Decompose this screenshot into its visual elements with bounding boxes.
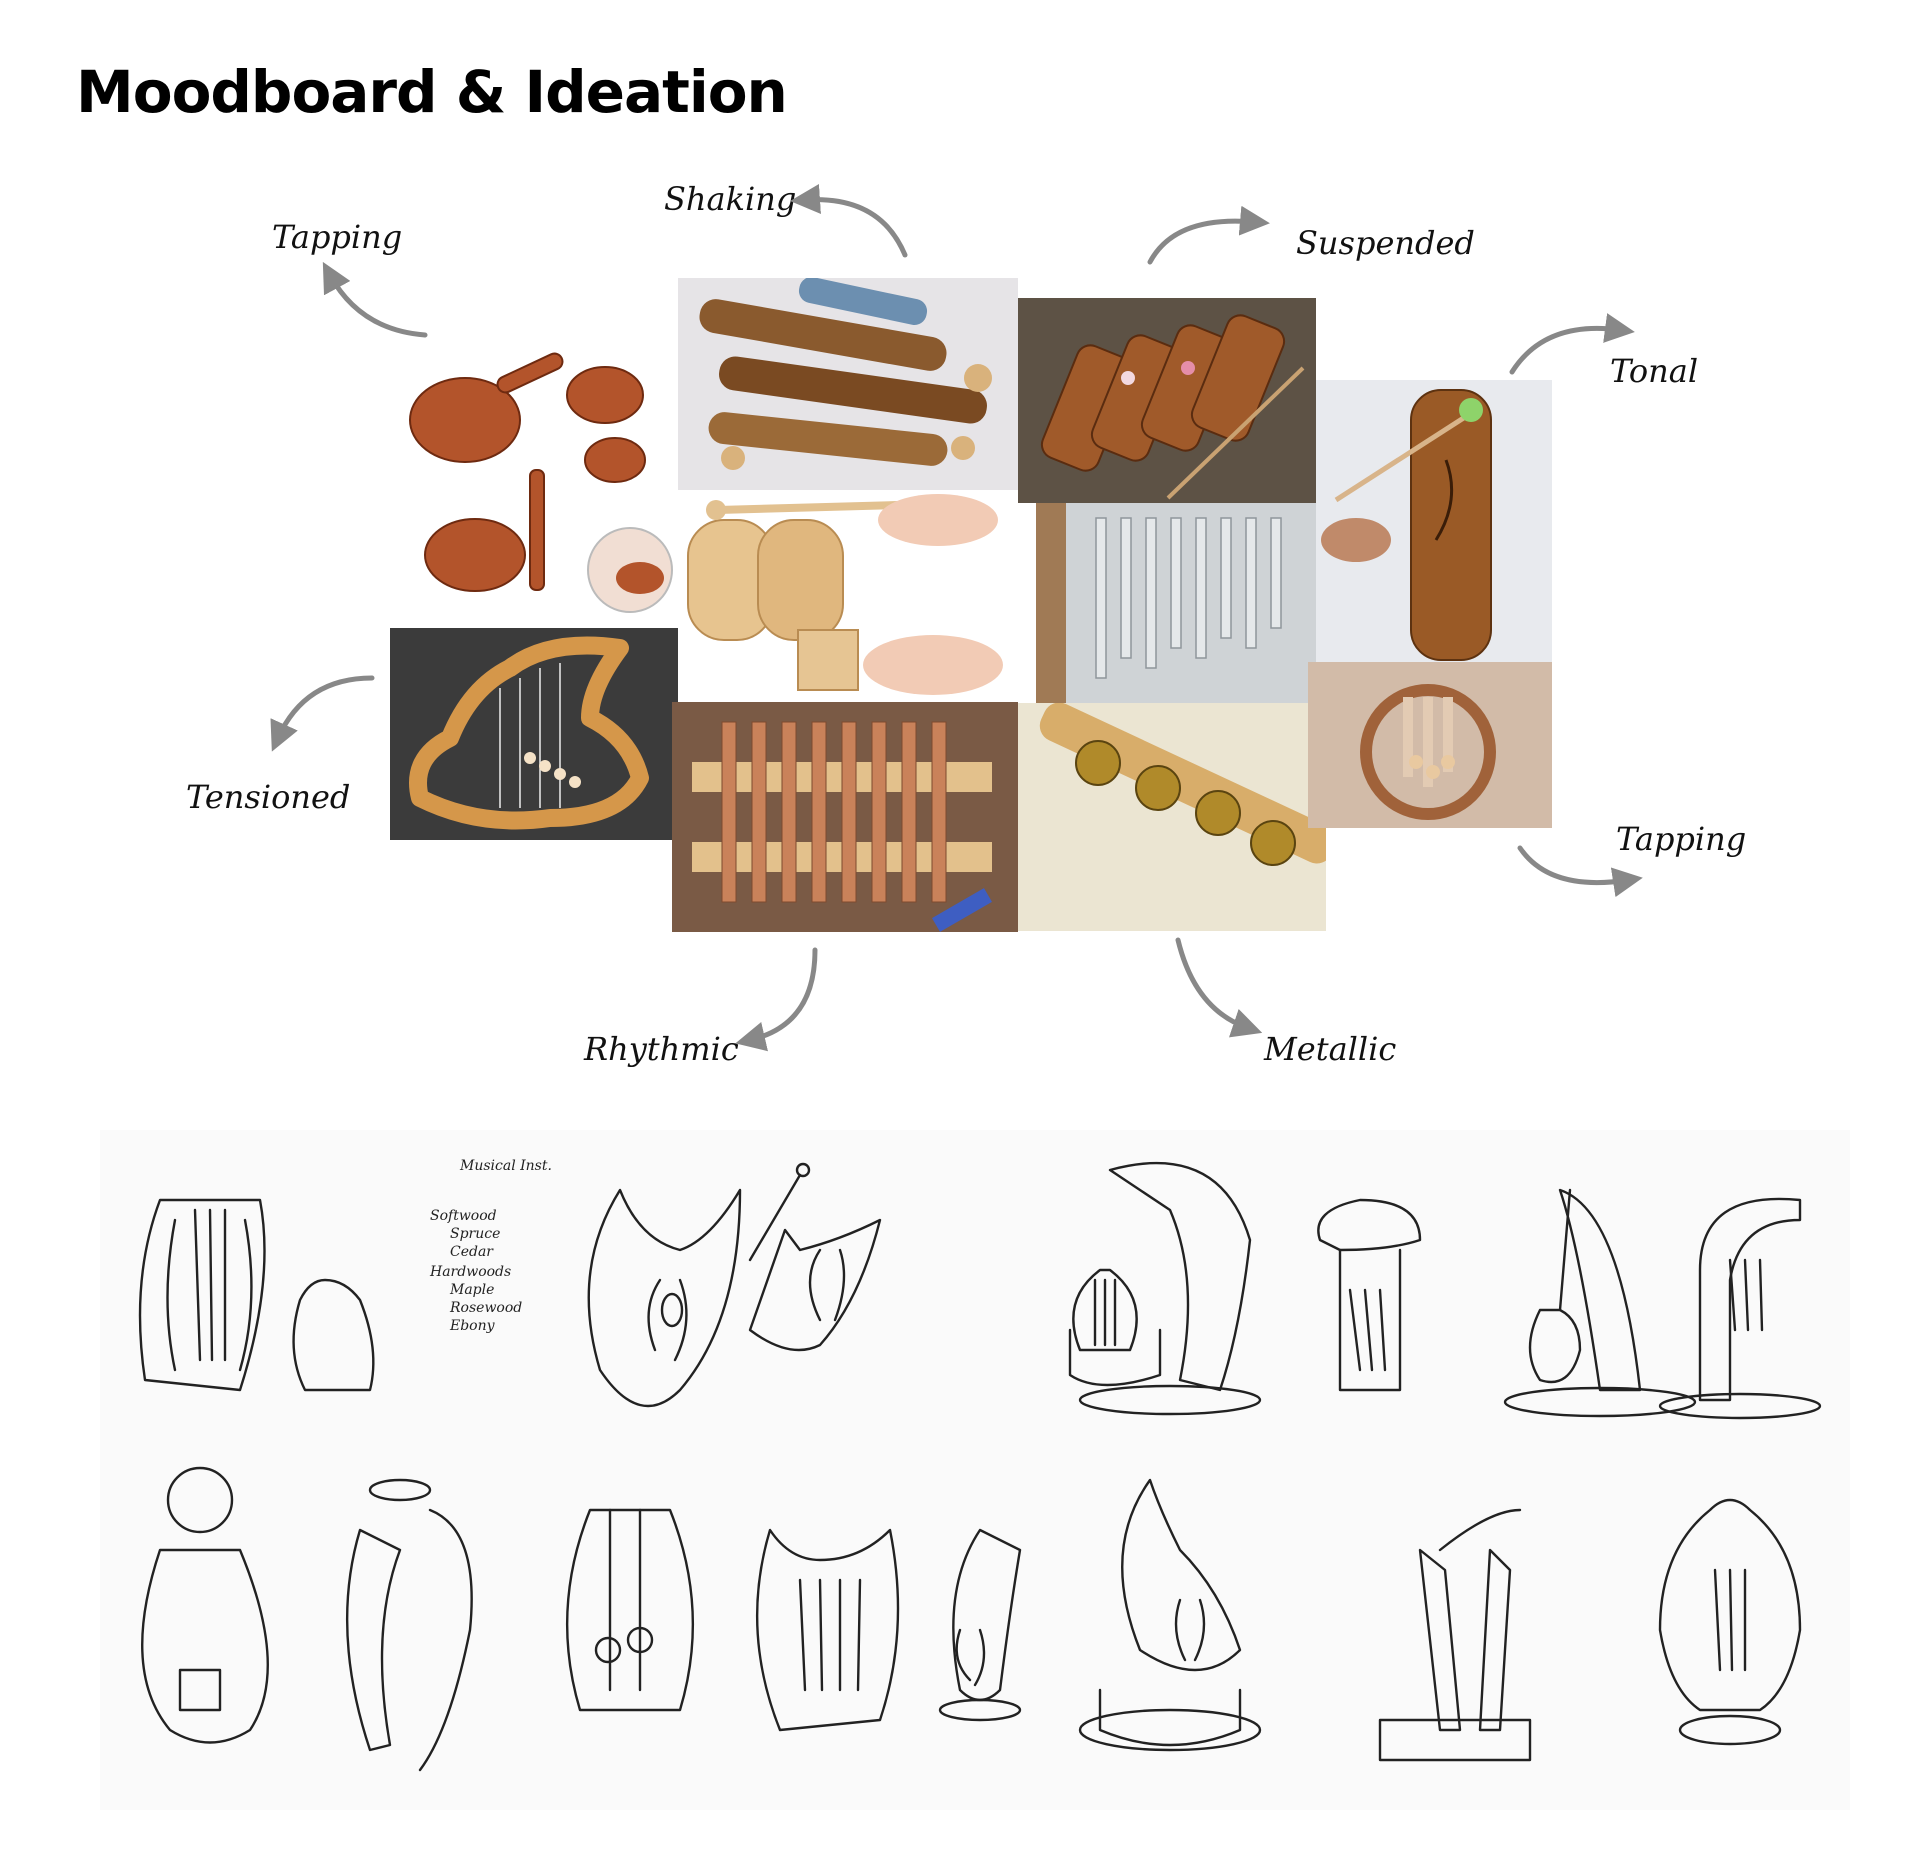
tone-tube-photo: [1316, 380, 1552, 662]
arrow-tonal: [1509, 313, 1635, 375]
arrow-shaking: [790, 184, 908, 258]
label-shaking: Shaking: [664, 180, 797, 218]
arrow-tensioned: [270, 675, 375, 752]
sketch-drawings: Musical Inst. Softwood Spruce Cedar Hard…: [138, 1158, 1822, 1772]
note-cedar: Cedar: [450, 1244, 494, 1260]
wind-chimes-photo: [1036, 503, 1316, 703]
arrow-suspended: [1147, 205, 1270, 265]
note-softwood: Softwood: [430, 1208, 497, 1224]
label-tapping-top: Tapping: [272, 218, 403, 256]
label-rhythmic: Rhythmic: [584, 1030, 739, 1068]
jingle-stick-photo: [1018, 703, 1326, 931]
copper-chimes-photo: [672, 702, 1018, 932]
label-tonal: Tonal: [1610, 352, 1699, 390]
label-metallic: Metallic: [1264, 1030, 1397, 1068]
wood-block-photo: [678, 490, 1018, 702]
label-tensioned: Tensioned: [186, 778, 351, 816]
arrow-tapping-bottom: [1517, 845, 1643, 898]
note-heading: Musical Inst.: [459, 1158, 552, 1174]
page-title: Moodboard & Ideation: [76, 58, 788, 126]
arrow-rhythmic: [735, 947, 818, 1052]
note-hardwoods: Hardwoods: [429, 1264, 511, 1280]
label-suspended: Suspended: [1296, 224, 1475, 262]
note-ebony: Ebony: [449, 1318, 496, 1334]
frog-guiro-photo: [395, 340, 675, 628]
round-chime-photo: [1308, 662, 1552, 828]
arrow-tapping-top: [322, 261, 428, 338]
rain-stick-photo: [678, 278, 1018, 490]
wooden-harp-photo: [390, 628, 678, 840]
note-rosewood: Rosewood: [449, 1300, 522, 1316]
ideation-sketches: Musical Inst. Softwood Spruce Cedar Hard…: [100, 1130, 1850, 1810]
painted-xylophone-photo: [1018, 298, 1316, 503]
label-tapping-bottom: Tapping: [1616, 820, 1747, 858]
note-spruce: Spruce: [450, 1226, 500, 1242]
arrow-metallic: [1175, 937, 1263, 1038]
note-maple: Maple: [449, 1282, 494, 1298]
